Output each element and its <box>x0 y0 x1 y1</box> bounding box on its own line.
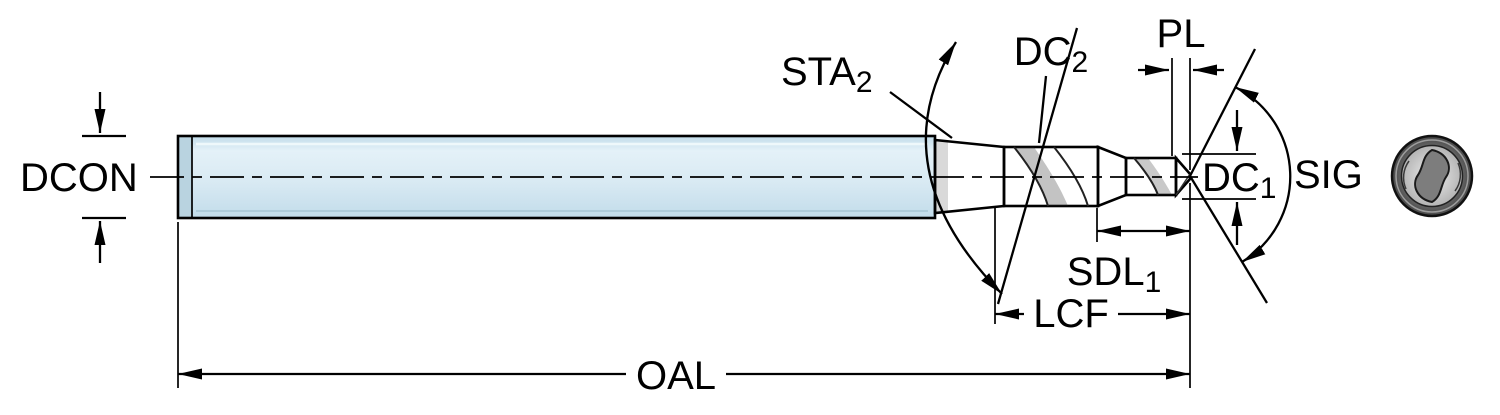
sig-face-line-upper <box>1188 48 1257 177</box>
label-sdl1-text: SDL <box>1067 250 1145 294</box>
label-lcf: LCF <box>1033 292 1109 336</box>
label-sig: SIG <box>1294 153 1363 197</box>
dc1-flute-edge <box>1133 157 1159 196</box>
dimension-pl: PL <box>1138 12 1224 170</box>
side-view: DCON STA2 DC2 PL DC1 <box>20 12 1363 398</box>
label-dc1-text: DC <box>1202 156 1260 200</box>
label-sta2-sub: 2 <box>856 66 873 99</box>
sta2-angle-arc <box>924 41 1003 295</box>
dimension-sdl1: SDL1 <box>1067 208 1190 299</box>
label-dc2-sub: 2 <box>1072 46 1089 79</box>
end-view-flute-detail-right <box>1454 162 1462 192</box>
label-dc2: DC2 <box>1014 30 1088 79</box>
dimension-oal: OAL <box>177 183 1191 398</box>
label-sig-text: SIG <box>1294 153 1363 197</box>
label-oal-text: OAL <box>636 354 716 398</box>
label-pl: PL <box>1157 12 1206 56</box>
end-view-flutes <box>1414 148 1450 204</box>
end-view <box>1390 134 1474 218</box>
dimension-lcf: LCF <box>994 208 1190 336</box>
label-dc1: DC1 <box>1202 156 1276 205</box>
end-view-ring-highlight <box>1395 139 1469 213</box>
dimension-dc2: DC2 <box>1014 30 1088 144</box>
label-dcon: DCON <box>20 156 138 200</box>
dimension-dcon: DCON <box>20 92 138 263</box>
label-oal: OAL <box>636 354 716 398</box>
label-sta2: STA2 <box>781 50 873 99</box>
shank-end-face <box>178 136 192 218</box>
drill-point <box>1174 154 1192 199</box>
label-dcon-text: DCON <box>20 156 138 200</box>
sig-face-line-lower <box>1189 175 1268 304</box>
label-sdl1: SDL1 <box>1067 250 1162 299</box>
dimension-sta2: STA2 <box>781 27 1079 305</box>
sig-angle-arc <box>1234 85 1292 263</box>
label-sdl1-sub: 1 <box>1145 266 1162 299</box>
dc2-leader <box>1037 75 1048 144</box>
sta2-leader <box>889 91 953 139</box>
label-dc1-sub: 1 <box>1260 172 1277 205</box>
label-dc2-text: DC <box>1014 30 1072 74</box>
label-pl-text: PL <box>1157 12 1206 56</box>
sta2-face-extension-line <box>996 27 1079 305</box>
tool-shank <box>176 134 937 220</box>
label-sta2-text: STA <box>781 50 856 94</box>
dimension-sig: SIG <box>1188 48 1363 304</box>
label-lcf-text: LCF <box>1033 292 1109 336</box>
end-view-flute-detail-left <box>1402 160 1410 190</box>
